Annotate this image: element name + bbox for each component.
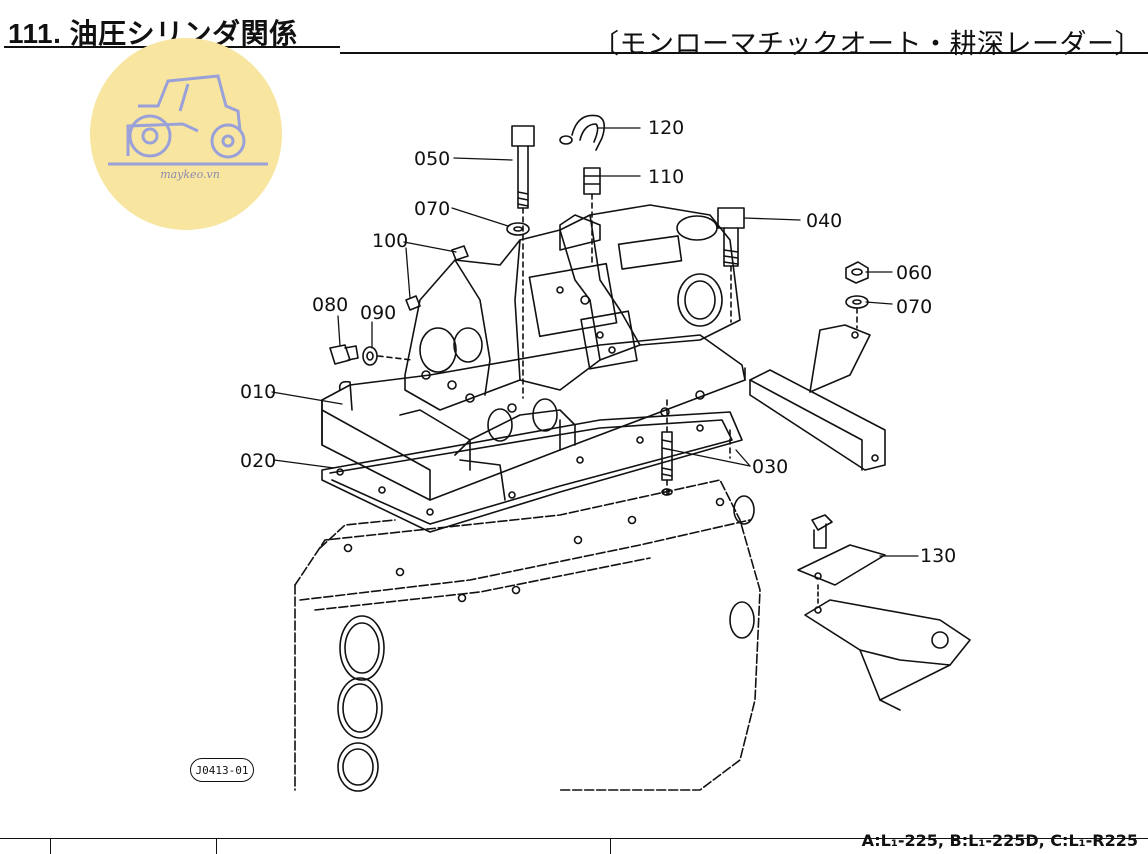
header-rule <box>340 52 1148 54</box>
callout-060: 060 <box>896 262 933 284</box>
leader-lines <box>271 127 919 557</box>
watermark-logo: maykeo.vn <box>90 38 282 230</box>
callout-090: 090 <box>360 302 397 324</box>
callout-080: 080 <box>312 294 349 316</box>
radar-bracket <box>797 544 971 711</box>
elbow-pipe <box>559 114 606 151</box>
table-cell <box>216 839 611 854</box>
drawing-id-label: J0413-01 <box>190 758 254 782</box>
callout-020: 020 <box>240 450 277 472</box>
callout-010: 010 <box>240 381 277 403</box>
callout-100: 100 <box>372 230 409 252</box>
cylinder-housing <box>404 204 741 411</box>
callout-130: 130 <box>920 545 957 567</box>
callout-040: 040 <box>806 210 843 232</box>
callout-070-top: 070 <box>414 198 451 220</box>
callout-030: 030 <box>752 456 789 478</box>
plug-100 <box>405 245 469 311</box>
tractor-icon <box>108 74 268 166</box>
parts-table-header <box>0 838 1148 854</box>
stud-030 <box>661 399 731 497</box>
nipple-110 <box>583 167 601 263</box>
table-cell <box>50 839 217 854</box>
bracket-bolt <box>811 514 833 549</box>
lift-arm <box>749 324 886 471</box>
bolt-050 <box>511 125 535 399</box>
callout-070-right: 070 <box>896 296 933 318</box>
watermark-text: maykeo.vn <box>160 168 220 181</box>
plug-080 <box>329 344 359 365</box>
page-subtitle: 〔モンローマチックオート・耕深レーダー〕 <box>592 29 1142 60</box>
cylinder-gasket <box>321 411 743 533</box>
cylinder-case-body <box>321 334 746 501</box>
table-cell <box>0 839 51 854</box>
callout-120: 120 <box>648 117 685 139</box>
applicable-models: A:L₁-225, B:L₁-225D, C:L₁-R225 <box>861 831 1138 850</box>
callout-050: 050 <box>414 148 451 170</box>
washer-070 <box>506 222 530 236</box>
page-title: 111. 油圧シリンダ関係 <box>8 18 298 49</box>
case-bores <box>337 495 755 792</box>
washer-070-right <box>845 295 869 329</box>
callout-110: 110 <box>648 166 685 188</box>
nut-060 <box>845 261 869 284</box>
washer-090 <box>362 346 413 366</box>
